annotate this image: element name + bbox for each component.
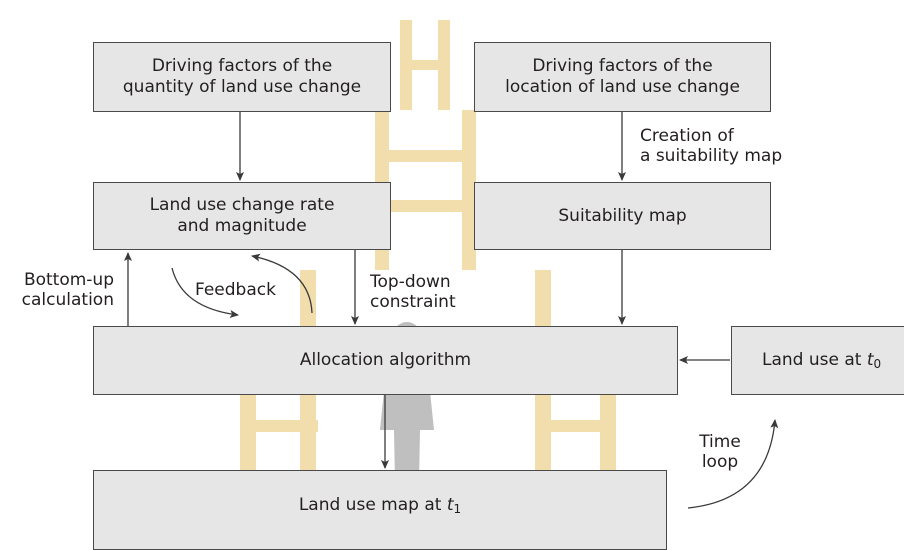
label-time-loop: Time loop [690,432,750,472]
box-quantity-factors: Driving factors of the quantity of land … [93,42,391,112]
box-land-use-t0: Land use at t0 [731,326,904,395]
label-time-line1: Time [699,432,741,452]
label-creation-line2: a suitability map [640,146,783,166]
box-change-rate: Land use change rate and magnitude [93,182,391,250]
label-creation-line1: Creation of [640,126,734,146]
box-quantity-factors-label: Driving factors of the quantity of land … [122,56,362,97]
box-location-factors-label: Driving factors of the location of land … [505,56,740,97]
land-use-t0-sub: 0 [873,357,882,371]
label-bottom-up-calculation: Bottom-up calculation [10,270,114,310]
box-allocation-label: Allocation algorithm [299,350,472,370]
time-loop-arrow [687,419,779,509]
label-creation-of-suitability-map: Creation of a suitability map [640,126,782,166]
label-top-down-constraint: Top-down constraint [370,272,456,312]
land-use-map-t1-prefix: Land use map at [298,495,447,515]
box-land-use-t0-label: Land use at t0 [762,350,881,371]
label-bottom-up-line1: Bottom-up [23,270,114,290]
box-change-rate-label: Land use change rate and magnitude [149,195,335,236]
land-use-map-t1-var: t [446,495,454,515]
feedback-arrow-left [251,253,313,314]
land-use-t0-prefix: Land use at [762,350,867,370]
label-time-line2: loop [701,452,739,472]
label-feedback: Feedback [195,280,276,300]
label-top-down-line2: constraint [370,292,456,312]
label-top-down-line1: Top-down [370,272,451,292]
land-use-map-t1-sub: 1 [453,502,462,516]
feedback-arrow-right [171,267,239,318]
connectors [124,112,779,509]
box-location-factors: Driving factors of the location of land … [474,42,771,112]
label-bottom-up-line2: calculation [21,290,114,310]
box-land-use-map-t1-label: Land use map at t1 [299,495,461,516]
box-suitability-map: Suitability map [474,182,771,250]
box-suitability-map-label: Suitability map [558,205,687,226]
box-allocation: Allocation algorithm [93,326,678,395]
box-land-use-map-t1: Land use map at t1 [93,470,667,550]
land-use-t0-var: t [866,350,874,370]
